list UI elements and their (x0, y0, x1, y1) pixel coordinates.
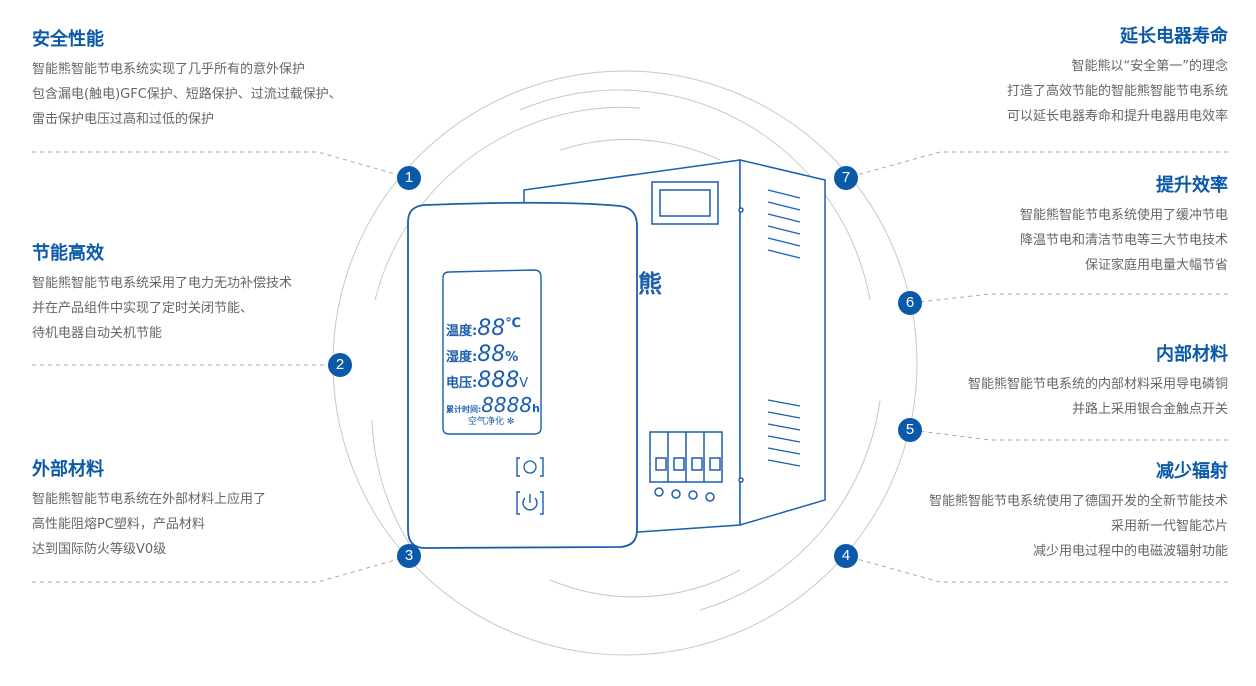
lcd-digits: 888 (477, 368, 520, 393)
feature-title: 提升效率 (1156, 175, 1228, 196)
feature-title: 延长电器寿命 (1120, 26, 1228, 47)
badge-5: 5 (898, 418, 922, 442)
feature-title: 内部材料 (1156, 344, 1228, 365)
lcd-row-temperature: 温度:88℃ (446, 316, 521, 341)
feature-line: 保证家庭用电量大幅节省 (1084, 258, 1228, 273)
feature-title: 节能高效 (32, 243, 104, 264)
feature-2: 节能高效 智能熊智能节电系统采用了电力无功补偿技术 并在产品组件中实现了定时关闭… (32, 242, 432, 346)
lcd-unit: % (505, 350, 519, 365)
lcd-digits: 8888 (481, 393, 533, 417)
feature-line: 智能熊智能节电系统的内部材料采用导电磷铜 (967, 377, 1228, 392)
feature-line: 并路上采用银合金触点开关 (1071, 402, 1228, 417)
badge-7: 7 (834, 166, 858, 190)
lcd-label: 温度: (446, 324, 478, 339)
badge-2: 2 (328, 353, 352, 377)
feature-line: 智能熊智能节电系统使用了缓冲节电 (1019, 208, 1228, 223)
feature-line: 降温节电和清洁节电等三大节电技术 (1019, 233, 1228, 248)
lcd-digits: 88 (477, 316, 506, 341)
lcd-row-voltage: 电压:888V (446, 368, 528, 393)
feature-line: 智能熊智能节电系统使用了德国开发的全新节能技术 (928, 494, 1228, 509)
lcd-label: 湿度: (446, 350, 478, 365)
device-front-panel (407, 201, 638, 549)
brand-mark: 熊 (638, 270, 662, 298)
feature-line: 打造了高效节能的智能熊智能节电系统 (1006, 84, 1228, 99)
feature-line: 采用新一代智能芯片 (1110, 519, 1228, 534)
feature-5: 内部材料 智能熊智能节电系统的内部材料采用导电磷铜 并路上采用银合金触点开关 (828, 343, 1228, 422)
feature-7: 延长电器寿命 智能熊以“安全第一”的理念 打造了高效节能的智能熊智能节电系统 可… (828, 25, 1228, 129)
lcd-label: 电压: (446, 376, 478, 391)
badge-1: 1 (397, 166, 421, 190)
feature-6: 提升效率 智能熊智能节电系统使用了缓冲节电 降温节电和清洁节电等三大节电技术 保… (828, 174, 1228, 278)
feature-line: 智能熊智能节电系统采用了电力无功补偿技术 (32, 276, 293, 291)
lcd-unit: ℃ (505, 316, 521, 331)
feature-4: 减少辐射 智能熊智能节电系统使用了德国开发的全新节能技术 采用新一代智能芯片 减… (828, 460, 1228, 564)
connector-lines (32, 151, 1228, 583)
lcd-footer: 空气净化 ✻ (468, 414, 514, 427)
feature-line: 高性能阻熔PC塑料，产品材料 (32, 517, 205, 532)
feature-title: 外部材料 (32, 459, 104, 480)
feature-line: 待机电器自动关机节能 (32, 326, 163, 341)
lcd-footer-label: 空气净化 (468, 417, 505, 427)
feature-line: 减少用电过程中的电磁波辐射功能 (1032, 544, 1228, 559)
feature-title: 减少辐射 (1156, 461, 1228, 482)
badge-6: 6 (898, 291, 922, 315)
lcd-unit: V (519, 376, 529, 391)
feature-3: 外部材料 智能熊智能节电系统在外部材料上应用了 高性能阻熔PC塑料，产品材料 达… (32, 458, 432, 562)
lcd-row-time: 累计时间:8888h (446, 393, 540, 417)
feature-line: 包含漏电(触电)GFC保护、短路保护、过流过载保护、 (32, 87, 342, 102)
badge-3: 3 (397, 544, 421, 568)
feature-1: 安全性能 智能熊智能节电系统实现了几乎所有的意外保护 包含漏电(触电)GFC保护… (32, 28, 432, 132)
feature-line: 并在产品组件中实现了定时关闭节能、 (32, 301, 254, 316)
lcd-row-humidity: 湿度:88% (446, 342, 518, 367)
feature-line: 雷击保护电压过高和过低的保护 (32, 112, 215, 127)
feature-line: 智能熊智能节电系统实现了几乎所有的意外保护 (32, 62, 306, 77)
feature-line: 可以延长电器寿命和提升电器用电效率 (1006, 109, 1228, 124)
concentric-circles (332, 70, 918, 656)
badge-4: 4 (834, 544, 858, 568)
lcd-digits: 88 (477, 342, 506, 367)
feature-line: 智能熊以“安全第一”的理念 (1071, 59, 1228, 74)
feature-title: 安全性能 (32, 29, 104, 50)
lcd-unit: h (532, 402, 540, 415)
fan-icon: ✻ (506, 417, 515, 427)
feature-line: 达到国际防火等级V0级 (32, 542, 167, 557)
lcd-label: 累计时间: (446, 405, 482, 414)
feature-line: 智能熊智能节电系统在外部材料上应用了 (32, 492, 267, 507)
